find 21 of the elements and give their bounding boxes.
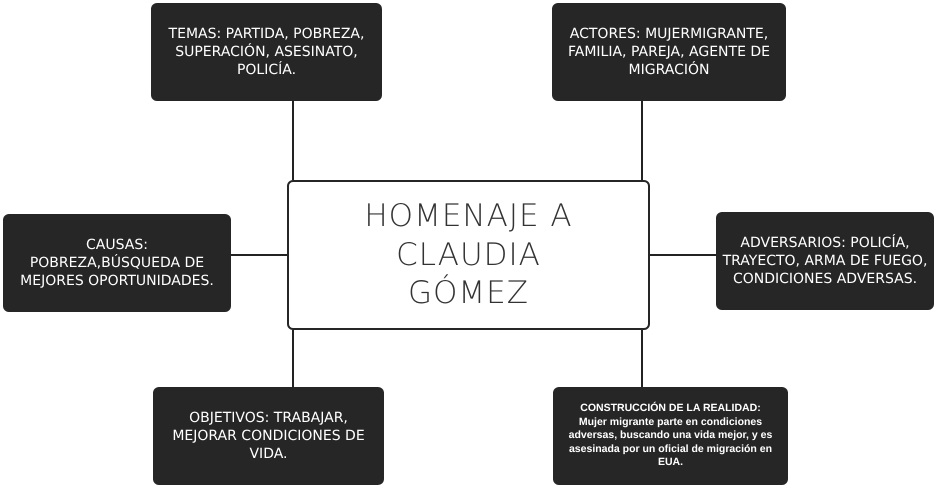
topic-text: TEMAS: PARTIDA, POBREZA, SUPERACIÓN, ASESINATO, POLICÍA. [168,24,366,80]
topic-text: ADVERSARIOS: POLICÍA, TRAYECTO, ARMA DE FUEGO, CONDICIONES ADVERSAS. [722,234,928,288]
topic-text: CAUSAS: POBREZA,BÚSQUEDA DE MEJORES OPORTUNIDADES. [19,236,215,290]
title-text: HOMENAJE A CLAUDIA GÓMEZ [363,196,574,314]
topic-box [3,214,231,312]
connector-line [292,330,294,387]
topic-text: ACTORES: MUJERMIGRANTE, FAMILIA, PAREJA, AGENTE DE MIGRACIÓN [567,24,771,80]
topic-box [552,3,786,101]
topic-box [553,387,788,485]
connector-line [641,101,643,180]
topic-text: OBJETIVOS: TRABAJAR, MEJORAR CONDICIONES DE VIDA. [171,408,366,464]
topic-text: Mujer migrante parte en condiciones adversas, buscando una vida mejor, y es asesinada por un oficial de migración en EUA. [568,416,774,470]
title-box [287,180,650,330]
heading-text: CONSTRUCCIÓN DE LA REALIDAD: [580,402,761,416]
connector-line [641,330,643,387]
connector-line [231,254,287,256]
topic-box [151,3,382,101]
connector-line [650,254,716,256]
topic-box [153,387,384,485]
topic-box [716,212,934,310]
connector-line [292,101,294,180]
